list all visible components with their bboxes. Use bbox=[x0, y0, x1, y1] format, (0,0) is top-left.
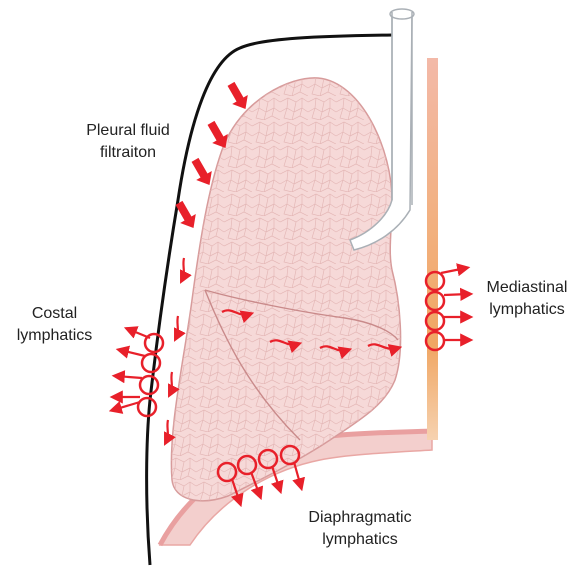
costal-lymphatics-label: Costal lymphatics bbox=[2, 303, 107, 347]
diaphragmatic-label-line-2: lymphatics bbox=[290, 529, 430, 551]
flow-arrow-icon bbox=[176, 316, 178, 338]
flow-arrow-icon bbox=[170, 372, 172, 394]
costal-lymphatics bbox=[113, 329, 163, 416]
pleural-fluid-filtration-label: Pleural fluid filtraiton bbox=[48, 120, 208, 164]
pleural-label-line-2: filtraiton bbox=[48, 142, 208, 164]
mediastinal-label-line-2: lymphatics bbox=[474, 299, 580, 321]
lymphatic-stoma-icon bbox=[138, 398, 156, 416]
lymphatic-stoma-icon bbox=[140, 376, 158, 394]
diaphragmatic-label-line-1: Diaphragmatic bbox=[290, 507, 430, 529]
flow-arrow-icon bbox=[166, 420, 168, 442]
mediastinal-band bbox=[427, 58, 438, 440]
mediastinal-lymphatics-label: Mediastinal lymphatics bbox=[474, 277, 580, 321]
pleural-label-line-1: Pleural fluid bbox=[48, 120, 208, 142]
mediastinal-label-line-1: Mediastinal bbox=[474, 277, 580, 299]
flow-arrow-icon bbox=[182, 258, 184, 280]
diaphragmatic-lymphatics-label: Diaphragmatic lymphatics bbox=[290, 507, 430, 551]
costal-label-line-1: Costal bbox=[2, 303, 107, 325]
costal-label-line-2: lymphatics bbox=[2, 325, 107, 347]
